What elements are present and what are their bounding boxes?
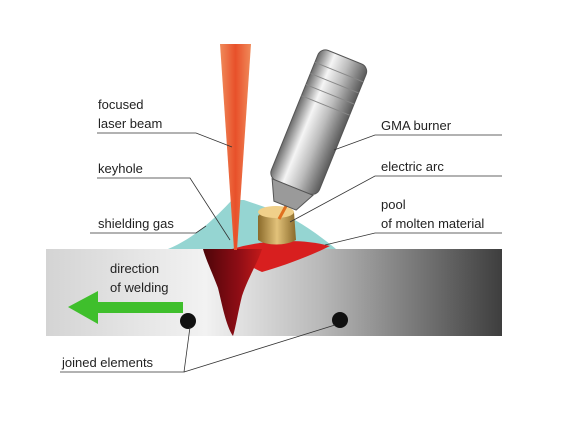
direction-arrow bbox=[68, 291, 183, 324]
label-pool-line1: pool bbox=[381, 197, 406, 212]
laser-beam bbox=[220, 44, 251, 250]
leader-electric-arc bbox=[289, 175, 502, 223]
label-gma-burner: GMA burner bbox=[381, 118, 452, 133]
leader-lines bbox=[60, 132, 502, 373]
keyhole bbox=[203, 249, 262, 336]
label-direction-line2: of welding bbox=[110, 280, 169, 295]
label-focused-line2: laser beam bbox=[98, 116, 162, 131]
joined-element-marker-right bbox=[332, 312, 348, 328]
leader-pool bbox=[324, 232, 502, 246]
leader-gma-burner bbox=[333, 134, 502, 151]
gma-burner bbox=[270, 49, 368, 211]
leader-joined-elements-2 bbox=[183, 324, 336, 373]
leader-keyhole bbox=[97, 177, 231, 241]
label-electric-arc: electric arc bbox=[381, 159, 444, 174]
joined-element-marker-left bbox=[180, 313, 196, 329]
label-direction-line1: direction bbox=[110, 261, 159, 276]
label-pool-line2: of molten material bbox=[381, 216, 484, 231]
leader-laser bbox=[97, 132, 233, 148]
label-keyhole: keyhole bbox=[98, 161, 143, 176]
electric-arc-top bbox=[258, 206, 294, 218]
shielding-gas-region bbox=[168, 200, 336, 249]
label-joined-elements: joined elements bbox=[61, 355, 154, 370]
label-shielding-gas: shielding gas bbox=[98, 216, 174, 231]
molten-pool bbox=[232, 240, 330, 272]
label-focused-line1: focused bbox=[98, 97, 144, 112]
leader-shielding-gas bbox=[90, 225, 207, 234]
